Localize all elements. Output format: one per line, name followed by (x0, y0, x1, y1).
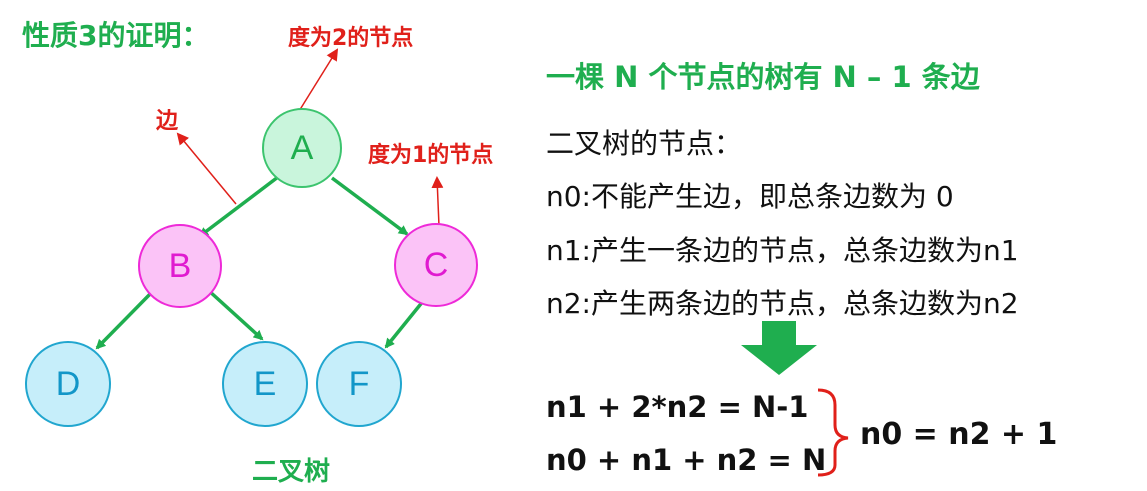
node-a: A (262, 108, 342, 188)
node-c: C (394, 223, 478, 307)
node-e: E (222, 341, 308, 427)
equation-edges: n1 + 2*n2 = N-1 (546, 390, 809, 424)
edge-a-c (330, 176, 409, 236)
headline: 一棵 N 个节点的树有 N – 1 条边 (546, 60, 980, 94)
node-f: F (316, 341, 402, 427)
arrow-to-degree2 (295, 48, 339, 117)
down-arrow-icon (741, 321, 817, 375)
edge-b-e (206, 288, 264, 341)
equation-nodes: n0 + n1 + n2 = N (546, 443, 827, 477)
line-n1: n1:产生一条边的节点，总条边数为n1 (546, 234, 1019, 267)
arrow-to-degree1 (431, 176, 444, 227)
tree-caption: 二叉树 (252, 457, 331, 487)
page-title: 性质3的证明： (22, 19, 210, 52)
edge-b-d (95, 288, 156, 350)
label-degree1-node: 度为1的节点 (368, 143, 494, 168)
line-n2: n2:产生两条边的节点，总条边数为n2 (546, 287, 1019, 320)
line-n0: n0:不能产生边，即总条边数为 0 (546, 180, 954, 213)
node-d: D (25, 341, 111, 427)
edge-a-b (198, 175, 280, 238)
subtitle: 二叉树的节点： (546, 127, 743, 160)
node-b: B (138, 224, 222, 308)
label-degree2-node: 度为2的节点 (288, 26, 414, 51)
edge-c-f (384, 298, 426, 349)
arrow-to-edge (176, 132, 237, 205)
label-edge: 边 (156, 109, 179, 134)
result-equation: n0 = n2 + 1 (860, 417, 1058, 452)
curly-brace-icon (817, 388, 849, 477)
